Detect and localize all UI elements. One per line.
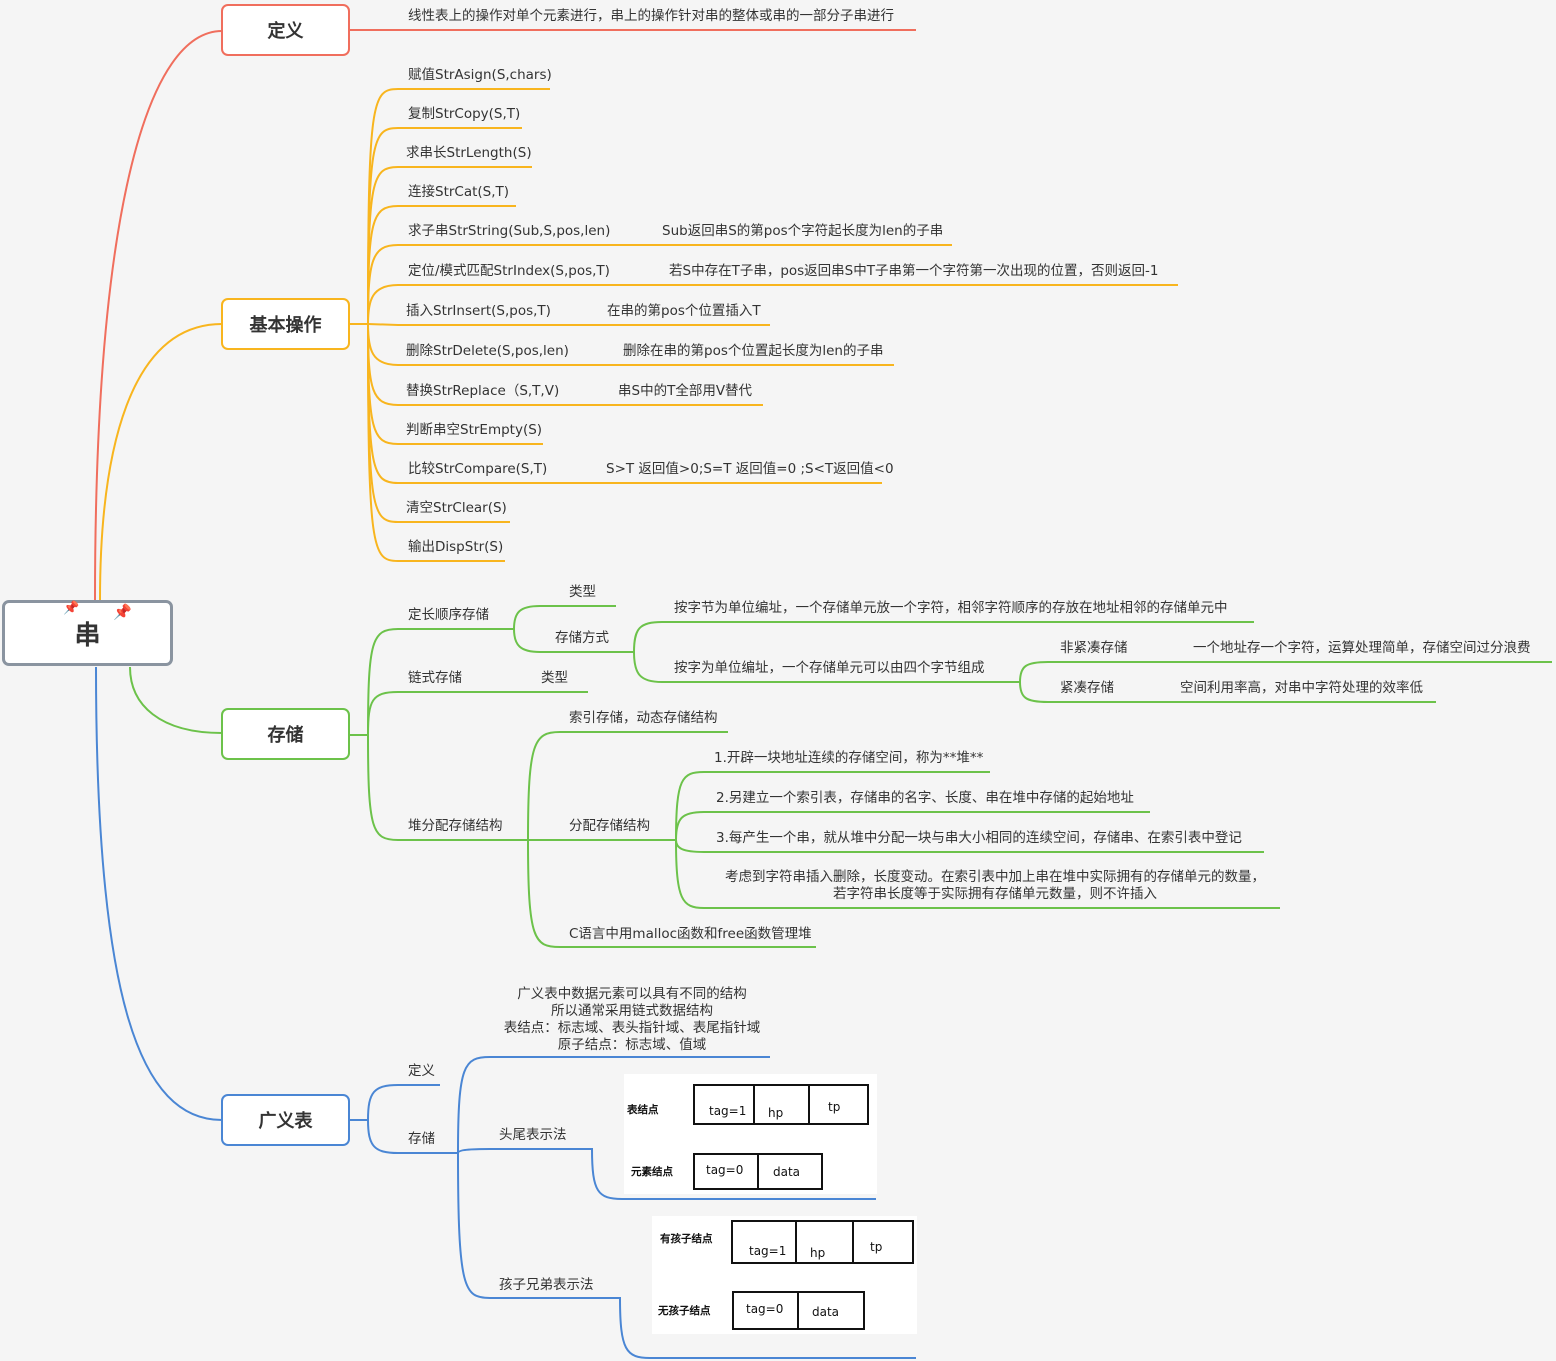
elem-node-label: 元素结点: [631, 1166, 673, 1178]
head-tail[interactable]: 头尾表示法: [499, 1127, 567, 1143]
connector-storage: [129, 666, 223, 734]
root-label: 串: [74, 620, 101, 651]
glist-definition[interactable]: 定义: [408, 1063, 435, 1079]
glist-note: 所以通常采用链式数据结构: [551, 1003, 713, 1019]
heap-consider-line: 考虑到字符串插入删除，长度变动。在索引表中加上串在堆中实际拥有的存储单元的数量，: [725, 869, 1265, 885]
heap-storage[interactable]: 堆分配存储结构: [408, 818, 503, 834]
connector-definition: [94, 30, 223, 601]
child-sibling[interactable]: 孩子兄弟表示法: [499, 1277, 594, 1293]
linked-type[interactable]: 类型: [541, 670, 568, 686]
op-item[interactable]: 清空StrClear(S): [406, 500, 507, 516]
node-cell: tag=1: [693, 1084, 755, 1125]
heap-consider-line: 若字符串长度等于实际拥有存储单元数量，则不许插入: [833, 886, 1157, 902]
non-compact[interactable]: 非紧凑存储: [1060, 640, 1128, 656]
root-topic[interactable]: 📌 📌 串: [2, 600, 173, 666]
fixed-storage[interactable]: 定长顺序存储: [408, 607, 489, 623]
heap-step[interactable]: 1.开辟一块地址连续的存储空间，称为**堆**: [714, 750, 984, 766]
heap-consider[interactable]: 考虑到字符串插入删除，长度变动。在索引表中加上串在堆中实际拥有的存储单元的数量，…: [706, 869, 1284, 903]
glist-connectors: [350, 1056, 916, 1359]
child-sibling-diagram: 有孩子结点 tag=1 hp tp 无孩子结点 tag=0 data: [652, 1216, 917, 1334]
heap-index[interactable]: 索引存储，动态存储结构: [569, 710, 718, 726]
topic-basic-ops[interactable]: 基本操作: [221, 298, 350, 350]
heap-alloc[interactable]: 分配存储结构: [569, 818, 650, 834]
op-note[interactable]: 串S中的T全部用V替代: [618, 383, 753, 399]
glist-notes[interactable]: 广义表中数据元素可以具有不同的结构 所以通常采用链式数据结构 表结点：标志域、表…: [490, 986, 774, 1054]
op-note[interactable]: 删除在串的第pos个位置起长度为len的子串: [623, 343, 884, 359]
connector-basic-ops: [99, 323, 223, 601]
compact-note[interactable]: 空间利用率高，对串中字符处理的效率低: [1180, 680, 1423, 696]
glist-storage[interactable]: 存储: [408, 1131, 435, 1147]
glist-note: 广义表中数据元素可以具有不同的结构: [517, 986, 747, 1002]
word-unit[interactable]: 按字为单位编址，一个存储单元可以由四个字节组成: [674, 660, 985, 676]
node-cell: tag=0: [732, 1291, 799, 1330]
op-note[interactable]: 若S中存在T子串，pos返回串S中T子串第一个字符第一次出现的位置，否则返回-1: [669, 263, 1159, 279]
heap-step[interactable]: 2.另建立一个索引表，存储串的名字、长度、串在堆中存储的起始地址: [716, 790, 1134, 806]
topic-definition-label: 定义: [267, 21, 304, 42]
node-cell: tag=1: [731, 1220, 797, 1264]
op-item[interactable]: 复制StrCopy(S,T): [408, 106, 521, 122]
has-child-label: 有孩子结点: [660, 1233, 713, 1245]
head-tail-diagram: 表结点 tag=1 hp tp 元素结点 tag=0 data: [624, 1074, 877, 1194]
topic-basic-ops-label: 基本操作: [249, 315, 322, 336]
node-cell: data: [757, 1153, 823, 1190]
heap-malloc[interactable]: C语言中用malloc函数和free函数管理堆: [569, 926, 812, 942]
byte-unit[interactable]: 按字节为单位编址，一个存储单元放一个字符，相邻字符顺序的存放在地址相邻的存储单元…: [674, 600, 1228, 616]
op-item[interactable]: 定位/模式匹配StrIndex(S,pos,T): [408, 263, 610, 279]
op-item[interactable]: 删除StrDelete(S,pos,len): [406, 343, 569, 359]
non-compact-note[interactable]: 一个地址存一个字符，运算处理简单，存储空间过分浪费: [1193, 640, 1531, 656]
node-cell: hp: [753, 1084, 810, 1125]
op-item[interactable]: 输出DispStr(S): [408, 539, 504, 555]
op-item[interactable]: 插入StrInsert(S,pos,T): [406, 303, 551, 319]
node-cell: tag=0: [693, 1153, 759, 1190]
op-item[interactable]: 求子串StrString(Sub,S,pos,len): [408, 223, 611, 239]
pin-icon: 📌: [113, 603, 132, 621]
topic-glist[interactable]: 广义表: [221, 1094, 350, 1146]
table-node-label: 表结点: [627, 1104, 659, 1116]
basic-ops-connectors: [350, 88, 1178, 562]
op-note[interactable]: Sub返回串S的第pos个字符起长度为len的子串: [662, 223, 944, 239]
definition-text[interactable]: 线性表上的操作对单个元素进行，串上的操作针对串的整体或串的一部分子串进行: [408, 8, 894, 24]
op-item[interactable]: 连接StrCat(S,T): [408, 184, 510, 200]
heap-step[interactable]: 3.每产生一个串，就从堆中分配一块与串大小相同的连续空间，存储串、在索引表中登记: [716, 830, 1242, 846]
op-item[interactable]: 比较StrCompare(S,T): [408, 461, 548, 477]
compact[interactable]: 紧凑存储: [1060, 680, 1114, 696]
glist-note: 表结点：标志域、表头指针域、表尾指针域: [503, 1020, 761, 1036]
op-note[interactable]: S>T 返回值>0;S=T 返回值=0 ;S<T返回值<0: [606, 461, 894, 477]
node-cell: data: [797, 1291, 865, 1330]
linked-storage[interactable]: 链式存储: [408, 670, 462, 686]
op-item[interactable]: 赋值StrAsign(S,chars): [408, 67, 552, 83]
storage-connectors: [350, 605, 1552, 948]
op-item[interactable]: 求串长StrLength(S): [406, 145, 532, 161]
glist-note: 原子结点：标志域、值域: [557, 1037, 707, 1053]
pin-icon: 📌: [63, 601, 80, 616]
fixed-type[interactable]: 类型: [569, 584, 596, 600]
topic-storage-label: 存储: [267, 725, 304, 746]
node-cell: tp: [852, 1220, 914, 1264]
no-child-label: 无孩子结点: [658, 1305, 711, 1317]
topic-storage[interactable]: 存储: [221, 708, 350, 760]
op-item[interactable]: 替换StrReplace（S,T,V): [406, 383, 560, 399]
op-note[interactable]: 在串的第pos个位置插入T: [607, 303, 761, 319]
fixed-method[interactable]: 存储方式: [555, 630, 609, 646]
topic-definition[interactable]: 定义: [221, 4, 350, 56]
op-item[interactable]: 判断串空StrEmpty(S): [406, 422, 543, 438]
node-cell: hp: [795, 1220, 854, 1264]
connector-glist: [95, 666, 223, 1121]
node-cell: tp: [808, 1084, 869, 1125]
topic-glist-label: 广义表: [258, 1111, 313, 1132]
